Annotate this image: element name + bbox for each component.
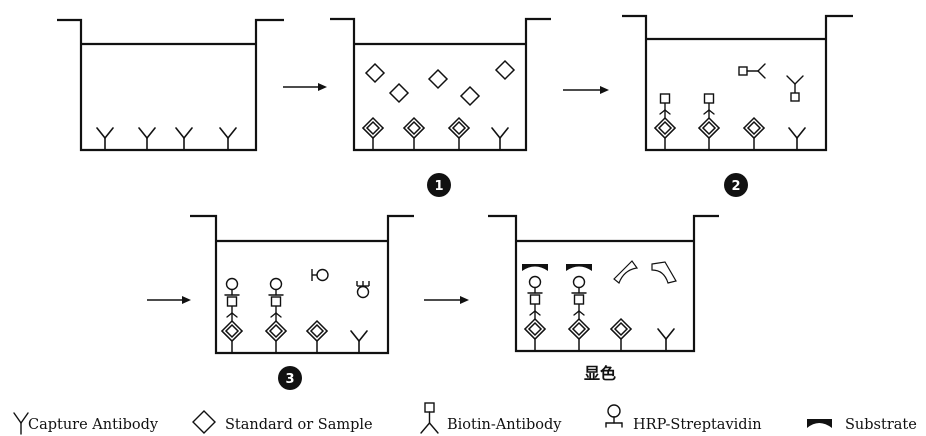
sample-diamond-icon [428,69,448,89]
legend-standard-or-sample-label: Standard or Sample [225,417,373,433]
free-biotin-antibody-icon [738,63,766,79]
step-badge-3: 3 [278,366,302,390]
well-3 [622,14,853,152]
free-hrp-streptavidin-icon [356,281,370,299]
capture-antibody-icon [138,127,156,151]
color-development-label: 显色 [584,364,616,383]
arrow-icon [563,86,609,94]
biotin-antibody-icon [270,296,282,322]
legend-substrate-icon [807,419,832,428]
free-substrate-icon [613,260,639,284]
legend-biotin-antibody-icon [420,402,439,434]
bound-antigen-icon [265,320,287,354]
hrp-streptavidin-icon [268,277,284,296]
bound-antigen-icon [306,320,328,354]
biotin-antibody-icon [529,294,541,320]
capture-antibody-icon [350,330,368,354]
legend-capture-antibody-icon [13,412,29,435]
free-substrate-icon [651,261,677,284]
hrp-streptavidin-icon [224,277,240,296]
well-1 [57,18,284,152]
well-2 [330,17,551,152]
svg-text:2: 2 [731,179,740,194]
step-badge-1: 1 [427,173,451,197]
bound-antigen-icon [403,117,425,151]
biotin-antibody-icon [226,296,238,322]
bound-antigen-icon [610,318,632,352]
hrp-streptavidin-icon [571,275,587,294]
bound-antigen-icon [524,318,546,352]
bound-antigen-icon [448,117,470,151]
legend-substrate-label: Substrate [845,417,917,433]
well-5 [488,214,719,353]
svg-text:3: 3 [285,372,294,387]
sample-diamond-icon [389,83,409,103]
bound-antigen-icon [362,117,384,151]
sample-diamond-icon [365,63,385,83]
arrow-icon [424,296,469,304]
free-hrp-streptavidin-icon [311,268,329,282]
bound-antigen-icon [654,117,676,151]
sample-diamond-icon [460,86,480,106]
capture-antibody-icon [96,127,114,151]
free-biotin-antibody-icon [786,75,804,102]
capture-antibody-icon [175,127,193,151]
capture-antibody-icon [219,127,237,151]
legend-diamond-icon [192,410,216,434]
legend-hrp-streptavidin-label: HRP-Streptavidin [633,417,762,433]
legend-capture-antibody-label: Capture Antibody [28,417,159,433]
arrow-icon [283,83,327,91]
sample-diamond-icon [495,60,515,80]
legend-biotin-antibody-label: Biotin-Antibody [447,417,562,433]
biotin-antibody-icon [659,93,671,119]
bound-antigen-icon [221,320,243,354]
bound-antigen-icon [743,117,765,151]
step-badge-2: 2 [724,173,748,197]
substrate-icon [566,264,592,271]
svg-text:1: 1 [434,179,443,194]
bound-antigen-icon [568,318,590,352]
legend: Capture Antibody Standard or Sample Biot… [13,402,917,435]
well-4 [190,214,414,355]
biotin-antibody-icon [573,294,585,320]
capture-antibody-icon [491,127,509,151]
hrp-streptavidin-icon [527,275,543,294]
biotin-antibody-icon [703,93,715,119]
substrate-icon [522,264,548,271]
bound-antigen-icon [698,117,720,151]
capture-antibody-icon [788,127,806,151]
legend-hrp-streptavidin-icon [605,404,623,428]
capture-antibody-icon [657,328,675,352]
arrow-icon [147,296,191,304]
